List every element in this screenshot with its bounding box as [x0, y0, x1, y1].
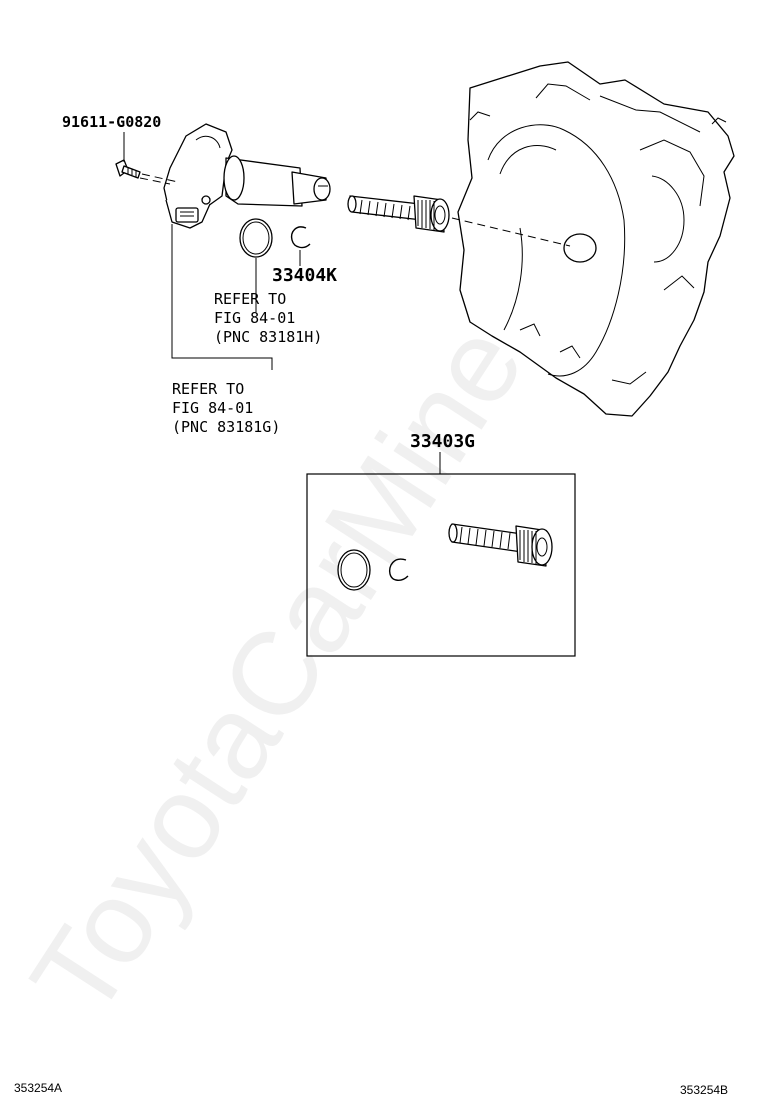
speed-sensor-housing: [163, 123, 331, 229]
refer-g-line1: REFER TO: [172, 380, 244, 398]
diagram-id-left: 353254A: [14, 1081, 62, 1095]
shaft-alignment-line: [451, 217, 571, 247]
kit-part-number: 33403G: [410, 431, 475, 452]
kit-clip: [388, 558, 409, 581]
o-ring: [239, 218, 273, 258]
refer-h-line2: FIG 84-01: [214, 309, 295, 327]
bolt-alignment-line: [141, 173, 179, 183]
kit-contents-box: [306, 473, 576, 657]
driven-gear-shaft: [347, 195, 450, 233]
transmission-housing: [457, 61, 735, 417]
kit-o-ring: [337, 549, 371, 591]
retaining-clip: [290, 226, 311, 249]
bolt-part-number: 91611-G0820: [62, 113, 161, 131]
refer-g-line2: FIG 84-01: [172, 399, 253, 417]
sensor-alignment-line: [139, 177, 171, 185]
clip-part-number: 33404K: [272, 265, 337, 286]
refer-g-line3: (PNC 83181G): [172, 418, 280, 436]
diagram-id-right: 353254B: [680, 1083, 728, 1097]
sensor-leader-line: [171, 224, 273, 370]
mounting-bolt: [115, 159, 141, 179]
kit-gear-shaft: [448, 523, 553, 567]
o-ring-inner: [242, 221, 270, 255]
kit-o-ring-inner: [340, 552, 368, 588]
refer-h-line3: (PNC 83181H): [214, 328, 322, 346]
refer-h-line1: REFER TO: [214, 290, 286, 308]
